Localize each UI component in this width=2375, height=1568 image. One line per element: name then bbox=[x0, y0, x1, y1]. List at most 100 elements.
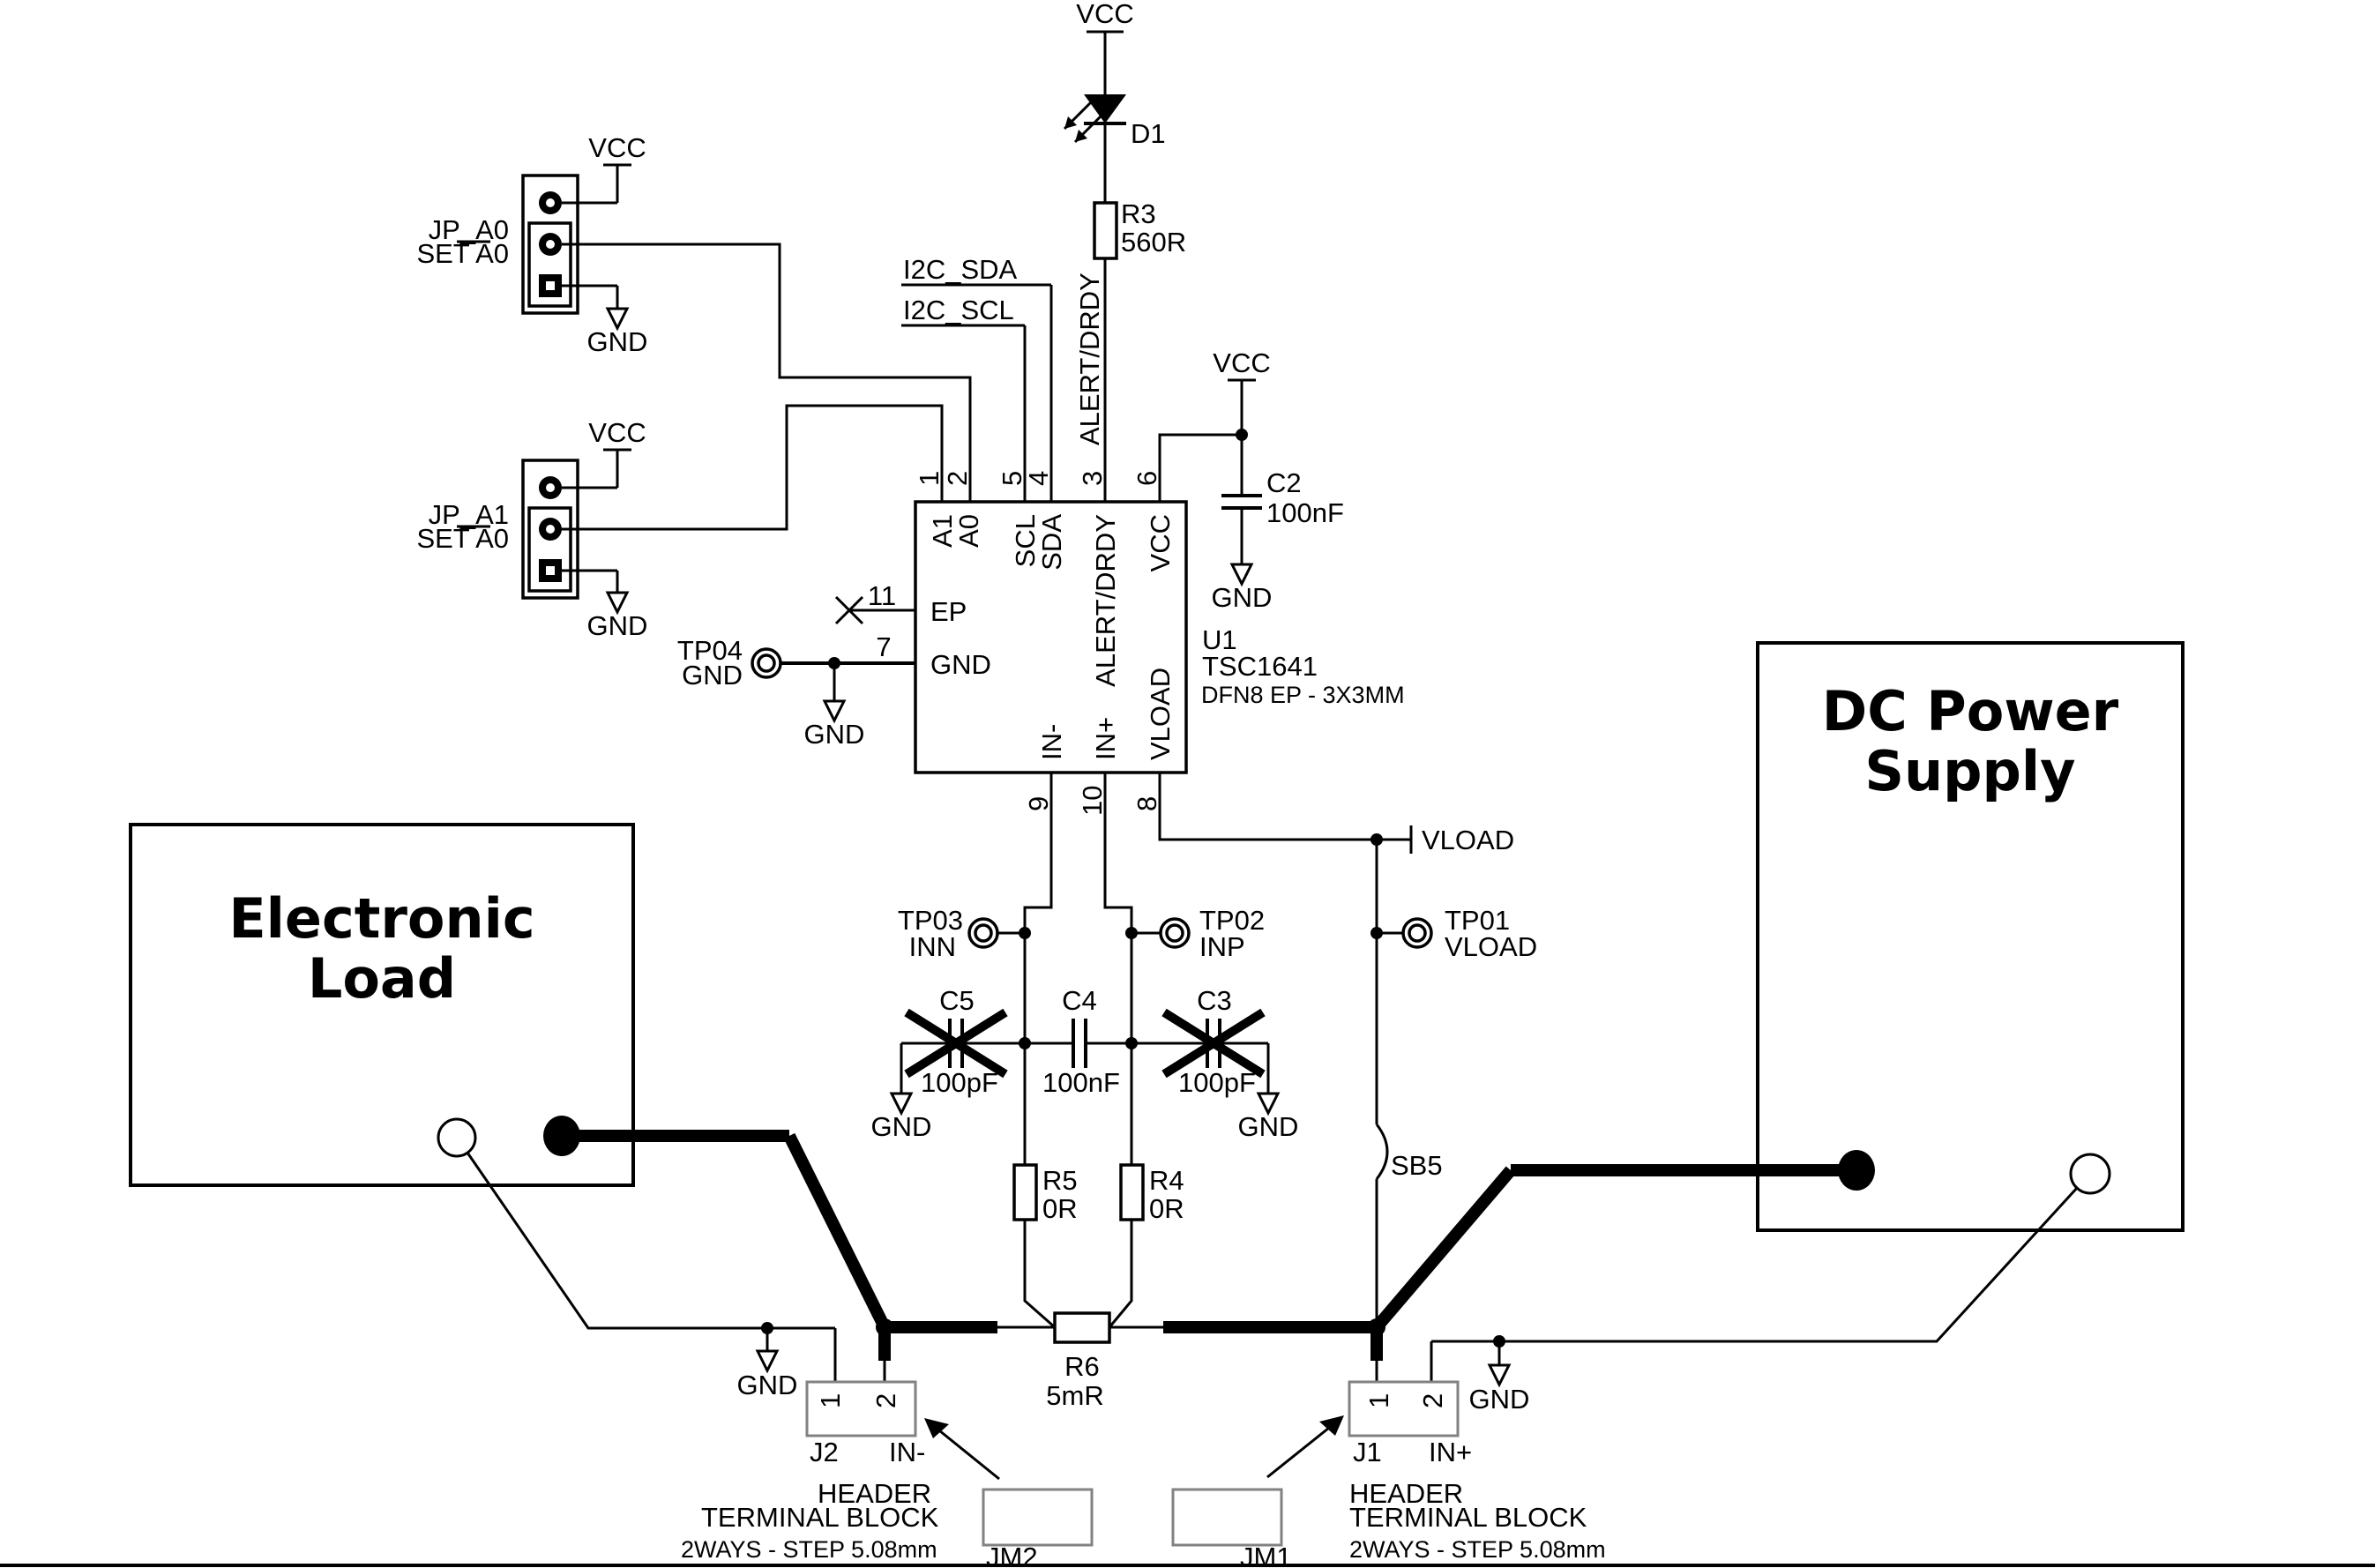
tp04-net: GND bbox=[682, 660, 743, 691]
r5-ref: R5 bbox=[1042, 1165, 1078, 1196]
d1-ref: D1 bbox=[1131, 118, 1166, 149]
load-sense-terminal bbox=[437, 1117, 477, 1158]
u1-pin-gnd: GND bbox=[930, 649, 991, 680]
cap-c5: C5 100pF GND bbox=[871, 985, 1025, 1142]
cap-c4: C4 100nF bbox=[1019, 985, 1138, 1098]
solder-bridge-sb5: SB5 bbox=[1375, 1124, 1443, 1327]
j1-body bbox=[1348, 1380, 1460, 1437]
wire bbox=[1108, 1220, 1133, 1328]
jm2-body bbox=[982, 1488, 1094, 1547]
connector-j1: 1 2 J1 IN+ HEADER TERMINAL BLOCK 2WAYS -… bbox=[1266, 1380, 1606, 1563]
gnd-arrow bbox=[889, 1092, 914, 1116]
pointer-arrowhead bbox=[924, 1418, 949, 1438]
u1-pin7-number: 7 bbox=[876, 631, 891, 662]
j2-ref: J2 bbox=[810, 1437, 839, 1467]
mount-jm2: JM2 bbox=[982, 1488, 1094, 1568]
j1-ref: J1 bbox=[1353, 1437, 1382, 1467]
net-i2c-scl: I2C_SCL bbox=[901, 295, 1027, 502]
gnd-label: GND bbox=[1469, 1384, 1530, 1415]
gnd-label: GND bbox=[804, 719, 865, 750]
sb5-arc bbox=[1375, 1124, 1389, 1180]
cap-c3: C3 100pF GND bbox=[1131, 985, 1298, 1142]
jp-a1-pin3-hole bbox=[546, 566, 555, 575]
led-triangle bbox=[1084, 94, 1126, 123]
j1-pin1-number: 1 bbox=[1363, 1393, 1394, 1408]
u1-pin-scl: SCL bbox=[1010, 514, 1041, 567]
wire-a0 bbox=[562, 243, 972, 502]
r3-body bbox=[1093, 201, 1118, 260]
electronic-load-title-line1: Electronic bbox=[228, 886, 534, 951]
jp-a0-pin1-hole bbox=[546, 198, 555, 207]
sense-wire bbox=[466, 1152, 835, 1330]
jp-a0-pin3-hole bbox=[546, 281, 555, 290]
supply-sense-terminal bbox=[2069, 1153, 2111, 1195]
jp-a0-ref: JP_A0 bbox=[429, 214, 509, 245]
r3-value: 560R bbox=[1121, 227, 1186, 258]
gnd-arrow bbox=[755, 1349, 780, 1374]
u1-pin-ep: EP bbox=[930, 596, 967, 627]
dc-power-supply-title-line2: Supply bbox=[1864, 739, 2075, 803]
mount-jm1: JM1 bbox=[1171, 1488, 1292, 1568]
u1-pin6-number: 6 bbox=[1131, 471, 1162, 486]
jm1-body bbox=[1171, 1488, 1283, 1547]
bus-diagonal-left bbox=[783, 1132, 891, 1331]
j2-pin2-number: 2 bbox=[870, 1393, 901, 1408]
tp01-testpoint: TP01 VLOAD bbox=[1370, 905, 1537, 962]
wire-inn bbox=[1023, 773, 1053, 1043]
j2-net: IN- bbox=[889, 1437, 925, 1467]
pointer-arrowhead bbox=[1319, 1415, 1344, 1436]
c2-value: 100nF bbox=[1266, 497, 1344, 528]
wire bbox=[1158, 433, 1242, 502]
r5-value: 0R bbox=[1042, 1193, 1078, 1224]
i2c-sda-label: I2C_SDA bbox=[903, 254, 1018, 285]
u1-part: TSC1641 bbox=[1202, 651, 1318, 682]
u1-ref: U1 bbox=[1202, 624, 1237, 655]
resistor-r5: R5 0R bbox=[1012, 1043, 1078, 1329]
supply-force-terminal bbox=[1838, 1150, 1875, 1191]
u1-pin5-number: 5 bbox=[997, 471, 1027, 486]
dnf-cross bbox=[1161, 1008, 1266, 1079]
j1-pin2-number: 2 bbox=[1417, 1393, 1448, 1408]
vcc-label: VCC bbox=[588, 132, 646, 163]
r3-ref: R3 bbox=[1121, 198, 1156, 229]
led-d1: D1 bbox=[1063, 94, 1166, 203]
u1-pin-alert: ALERT/DRDY bbox=[1090, 514, 1121, 687]
u1-pin-vload: VLOAD bbox=[1145, 668, 1176, 760]
j2-pin1-number: 1 bbox=[815, 1393, 846, 1408]
c3-ref: C3 bbox=[1197, 985, 1232, 1016]
gnd-arrow bbox=[605, 307, 630, 332]
jumper-jp-a0: JP_A0 SET A0 VCC GND bbox=[416, 132, 972, 502]
r5-body bbox=[1012, 1163, 1038, 1221]
pointer-arrow bbox=[1266, 1422, 1334, 1479]
tp01-net: VLOAD bbox=[1445, 931, 1537, 962]
tp04-testpoint: TP04 GND GND bbox=[677, 635, 865, 750]
u1-pin9-number: 9 bbox=[1023, 796, 1054, 811]
tp03-testpoint: TP03 INN bbox=[898, 905, 1031, 962]
dnf-cross bbox=[904, 1008, 1008, 1079]
jp-a1-set-label: SET A0 bbox=[416, 523, 509, 554]
u1-pin-a0: A0 bbox=[953, 514, 984, 548]
input-columns: VLOAD bbox=[1023, 773, 1514, 1124]
gnd-label: GND bbox=[871, 1111, 932, 1142]
shunt-r6: R6 5mR bbox=[783, 1132, 1516, 1411]
pointer-arrow bbox=[934, 1425, 1000, 1481]
tp01-ref: TP01 bbox=[1445, 905, 1510, 936]
tp01-pad-inner bbox=[1408, 923, 1427, 943]
j1-type-line2: TERMINAL BLOCK bbox=[1349, 1502, 1587, 1533]
u1-pin1-number: 1 bbox=[914, 471, 945, 486]
net-i2c-sda: I2C_SDA bbox=[901, 254, 1053, 502]
vcc-label: VCC bbox=[1213, 347, 1270, 378]
vcc-label: VCC bbox=[1076, 0, 1133, 29]
u1-pin8-number: 8 bbox=[1131, 796, 1162, 811]
u1-pin-sda: SDA bbox=[1036, 514, 1067, 571]
c5-value: 100pF bbox=[921, 1067, 998, 1098]
tp02-ref: TP02 bbox=[1199, 905, 1265, 936]
gnd-label: GND bbox=[737, 1370, 798, 1400]
tp04-ref: TP04 bbox=[677, 635, 743, 666]
jp-a0-pin2-hole bbox=[546, 240, 555, 249]
wire-a1 bbox=[562, 404, 944, 531]
jp-a1-pin2-hole bbox=[546, 525, 555, 534]
alert-drdy-net-label: ALERT/DRDY bbox=[1074, 273, 1105, 445]
vcc-flag-top: VCC bbox=[1076, 0, 1134, 94]
c4-value: 100nF bbox=[1042, 1067, 1120, 1098]
